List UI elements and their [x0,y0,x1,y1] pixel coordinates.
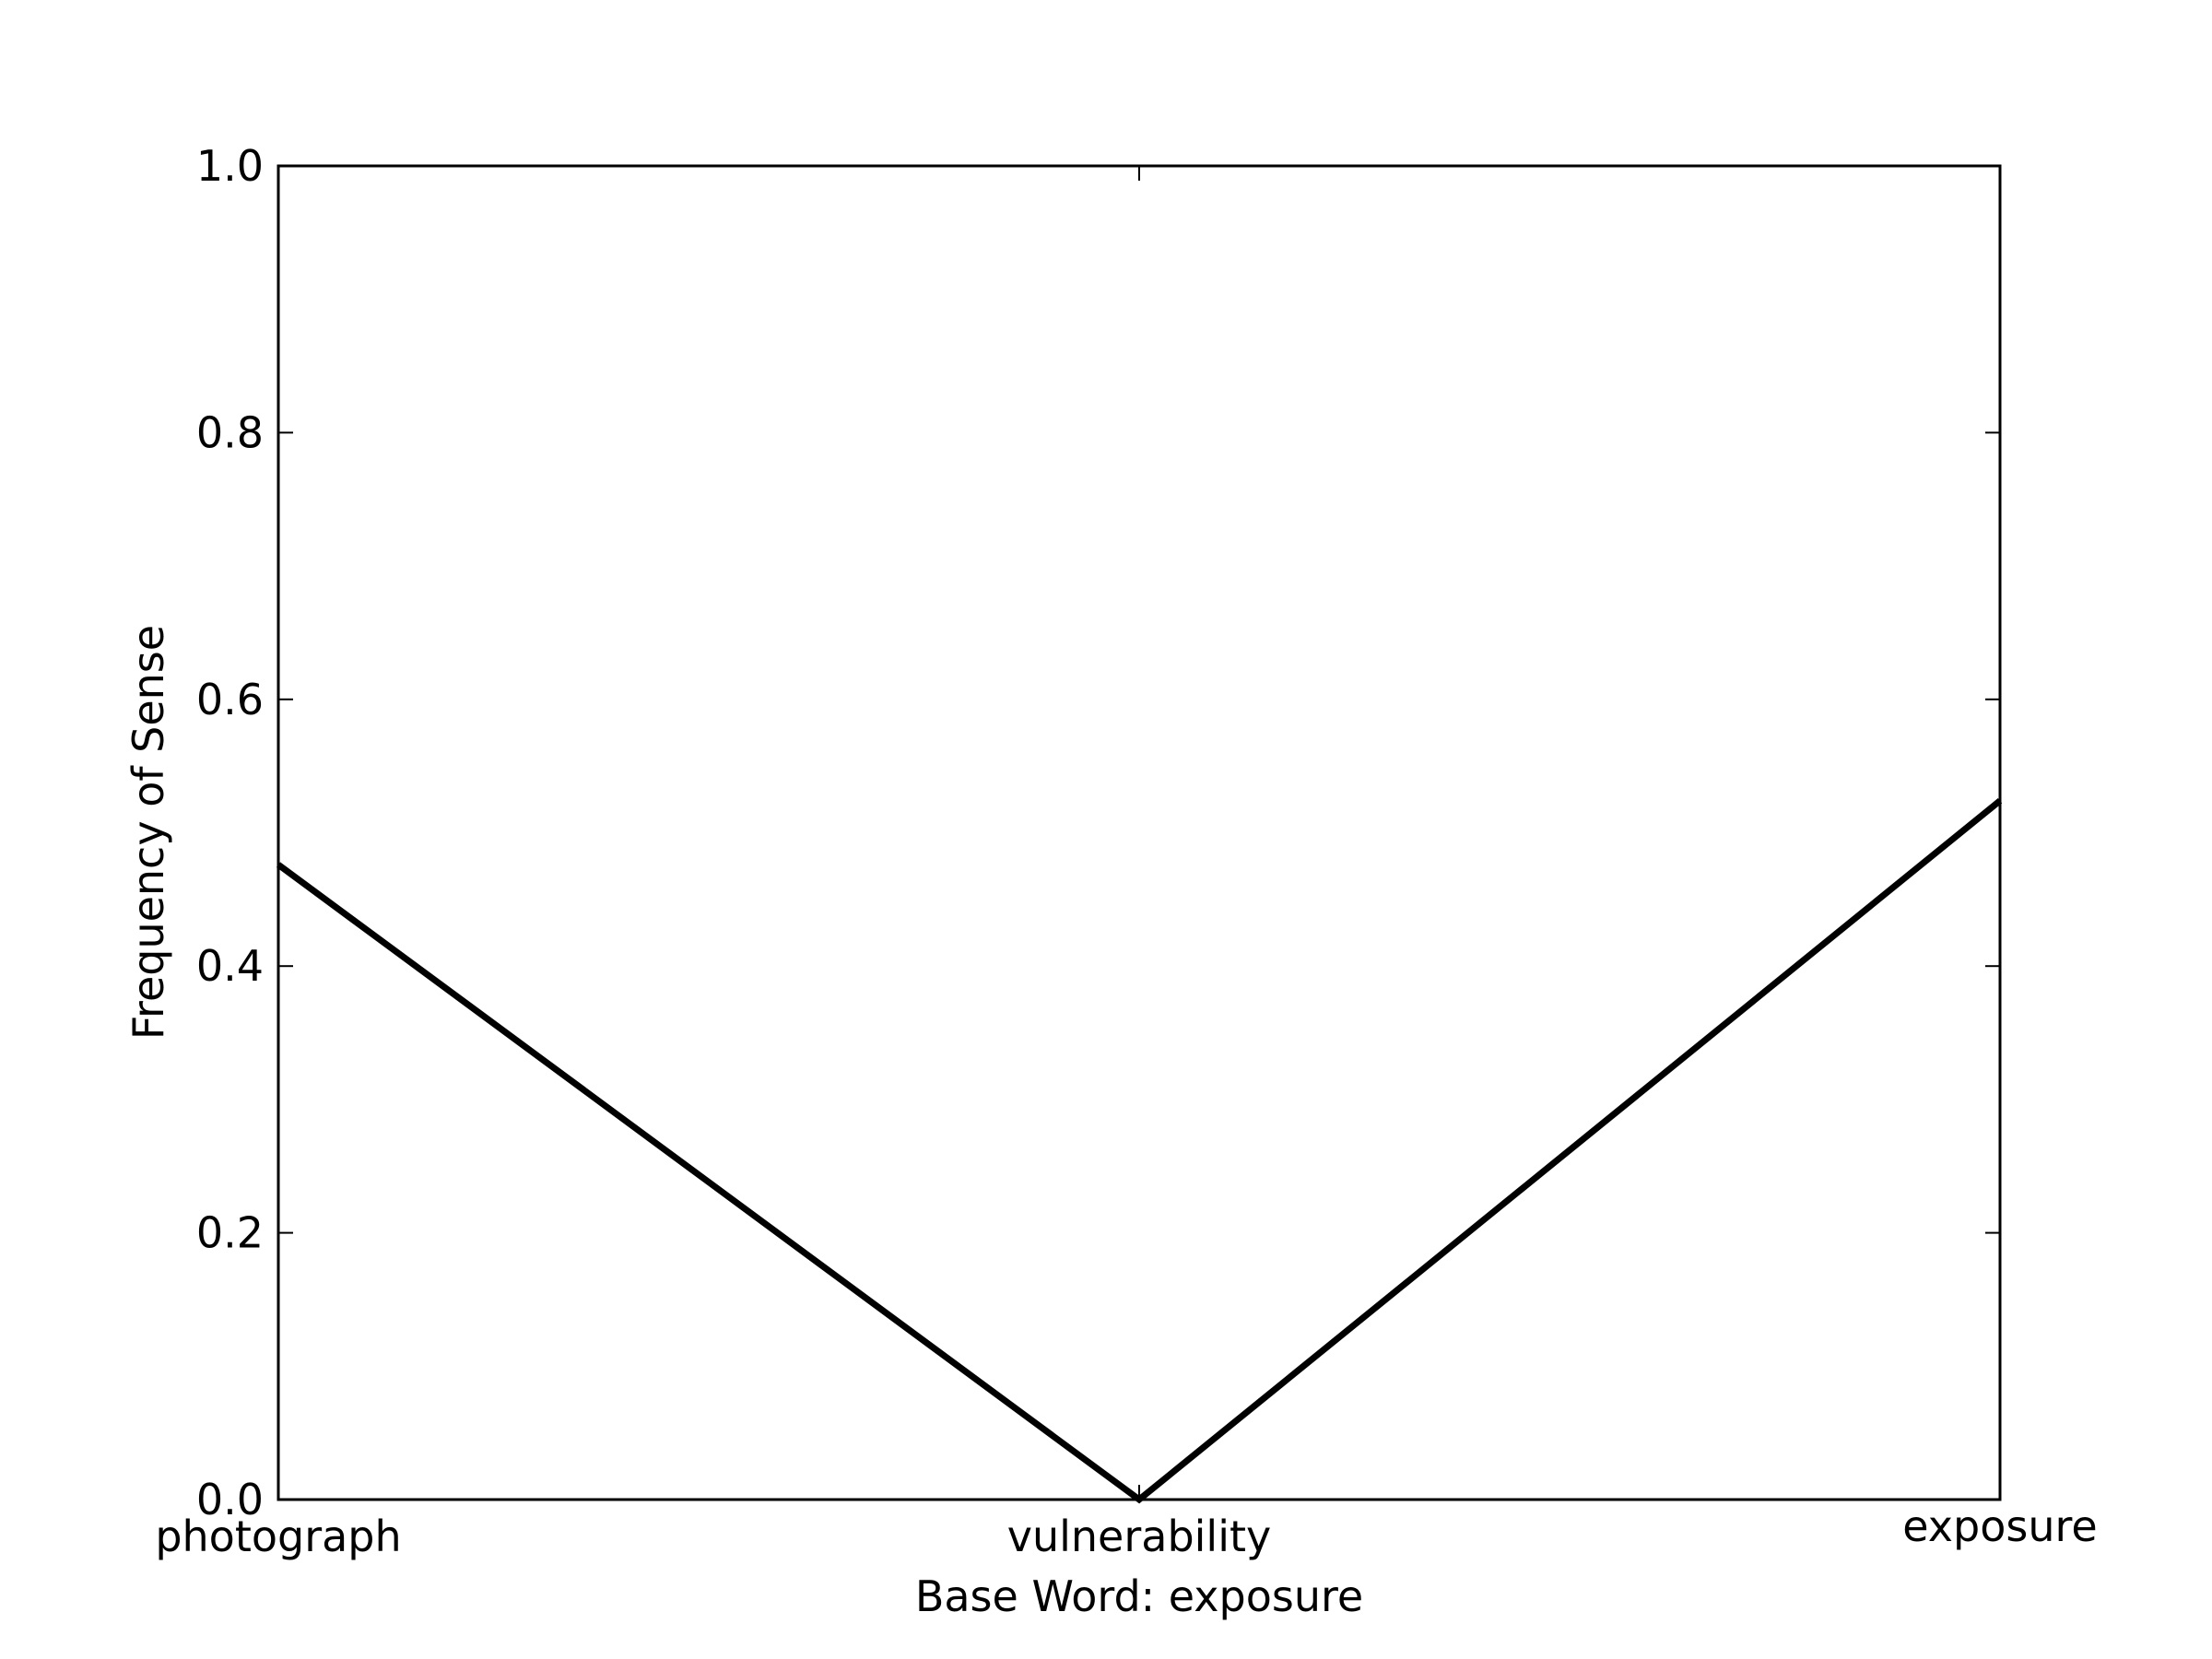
x-tick-label: exposure [1902,1501,2097,1551]
y-tick-label: 0.2 [196,1208,264,1258]
x-axis-title: Base Word: exposure [915,1571,1363,1621]
x-tick-labels: photograph vulnerability exposure [155,1501,2097,1561]
y-tick-label: 0.4 [196,941,264,991]
y-axis-title: Frequency of Sense [124,625,173,1040]
x-tick-label: vulnerability [1007,1512,1272,1561]
y-tick-label: 1.0 [196,141,264,191]
x-tick-label: photograph [155,1512,401,1561]
plot-area-frame [276,164,2002,1501]
y-tick-label: 0.6 [196,675,264,724]
y-tick-labels: 0.0 0.2 0.4 0.6 0.8 1.0 [196,141,264,1524]
y-tick-label: 0.8 [196,407,264,457]
y-tick-label: 0.0 [196,1475,264,1524]
